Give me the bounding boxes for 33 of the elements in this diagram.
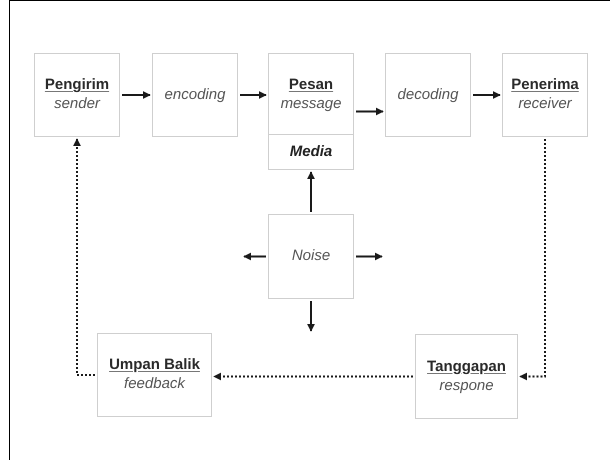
arrow: [307, 301, 315, 332]
arrow: [307, 171, 315, 212]
node-title: Pengirim: [44, 76, 110, 95]
media-label: Media: [290, 142, 332, 162]
process-box: [34, 53, 120, 137]
process-box: [268, 214, 354, 299]
dotted-arrow: [73, 138, 95, 376]
node-subtitle: feedback: [124, 375, 185, 394]
node-title: Tanggapan: [427, 358, 506, 376]
node-subtitle: encoding: [164, 86, 226, 104]
process-box: [502, 53, 588, 137]
node-title: Umpan Balik: [109, 356, 200, 375]
process-box: [385, 53, 471, 137]
node-title: Pesan: [288, 76, 334, 95]
node-subtitle: Noise: [292, 247, 330, 266]
arrow: [243, 252, 266, 260]
node-subtitle: decoding: [398, 86, 458, 104]
process-box: [415, 334, 518, 419]
node-subtitle: respone: [439, 376, 494, 396]
arrow: [473, 91, 501, 99]
arrow: [122, 91, 151, 99]
process-box: [97, 333, 212, 417]
node-subtitle: sender: [54, 95, 100, 114]
dotted-arrow: [213, 372, 413, 380]
arrow: [240, 91, 267, 99]
arrow: [356, 108, 384, 116]
node-subtitle: receiver: [518, 95, 572, 114]
process-box: [268, 53, 354, 170]
process-box: [152, 53, 238, 137]
node-subtitle: message: [280, 95, 342, 114]
node-title: Penerima: [511, 76, 579, 95]
dotted-arrow: [519, 139, 546, 380]
arrow: [356, 252, 383, 260]
